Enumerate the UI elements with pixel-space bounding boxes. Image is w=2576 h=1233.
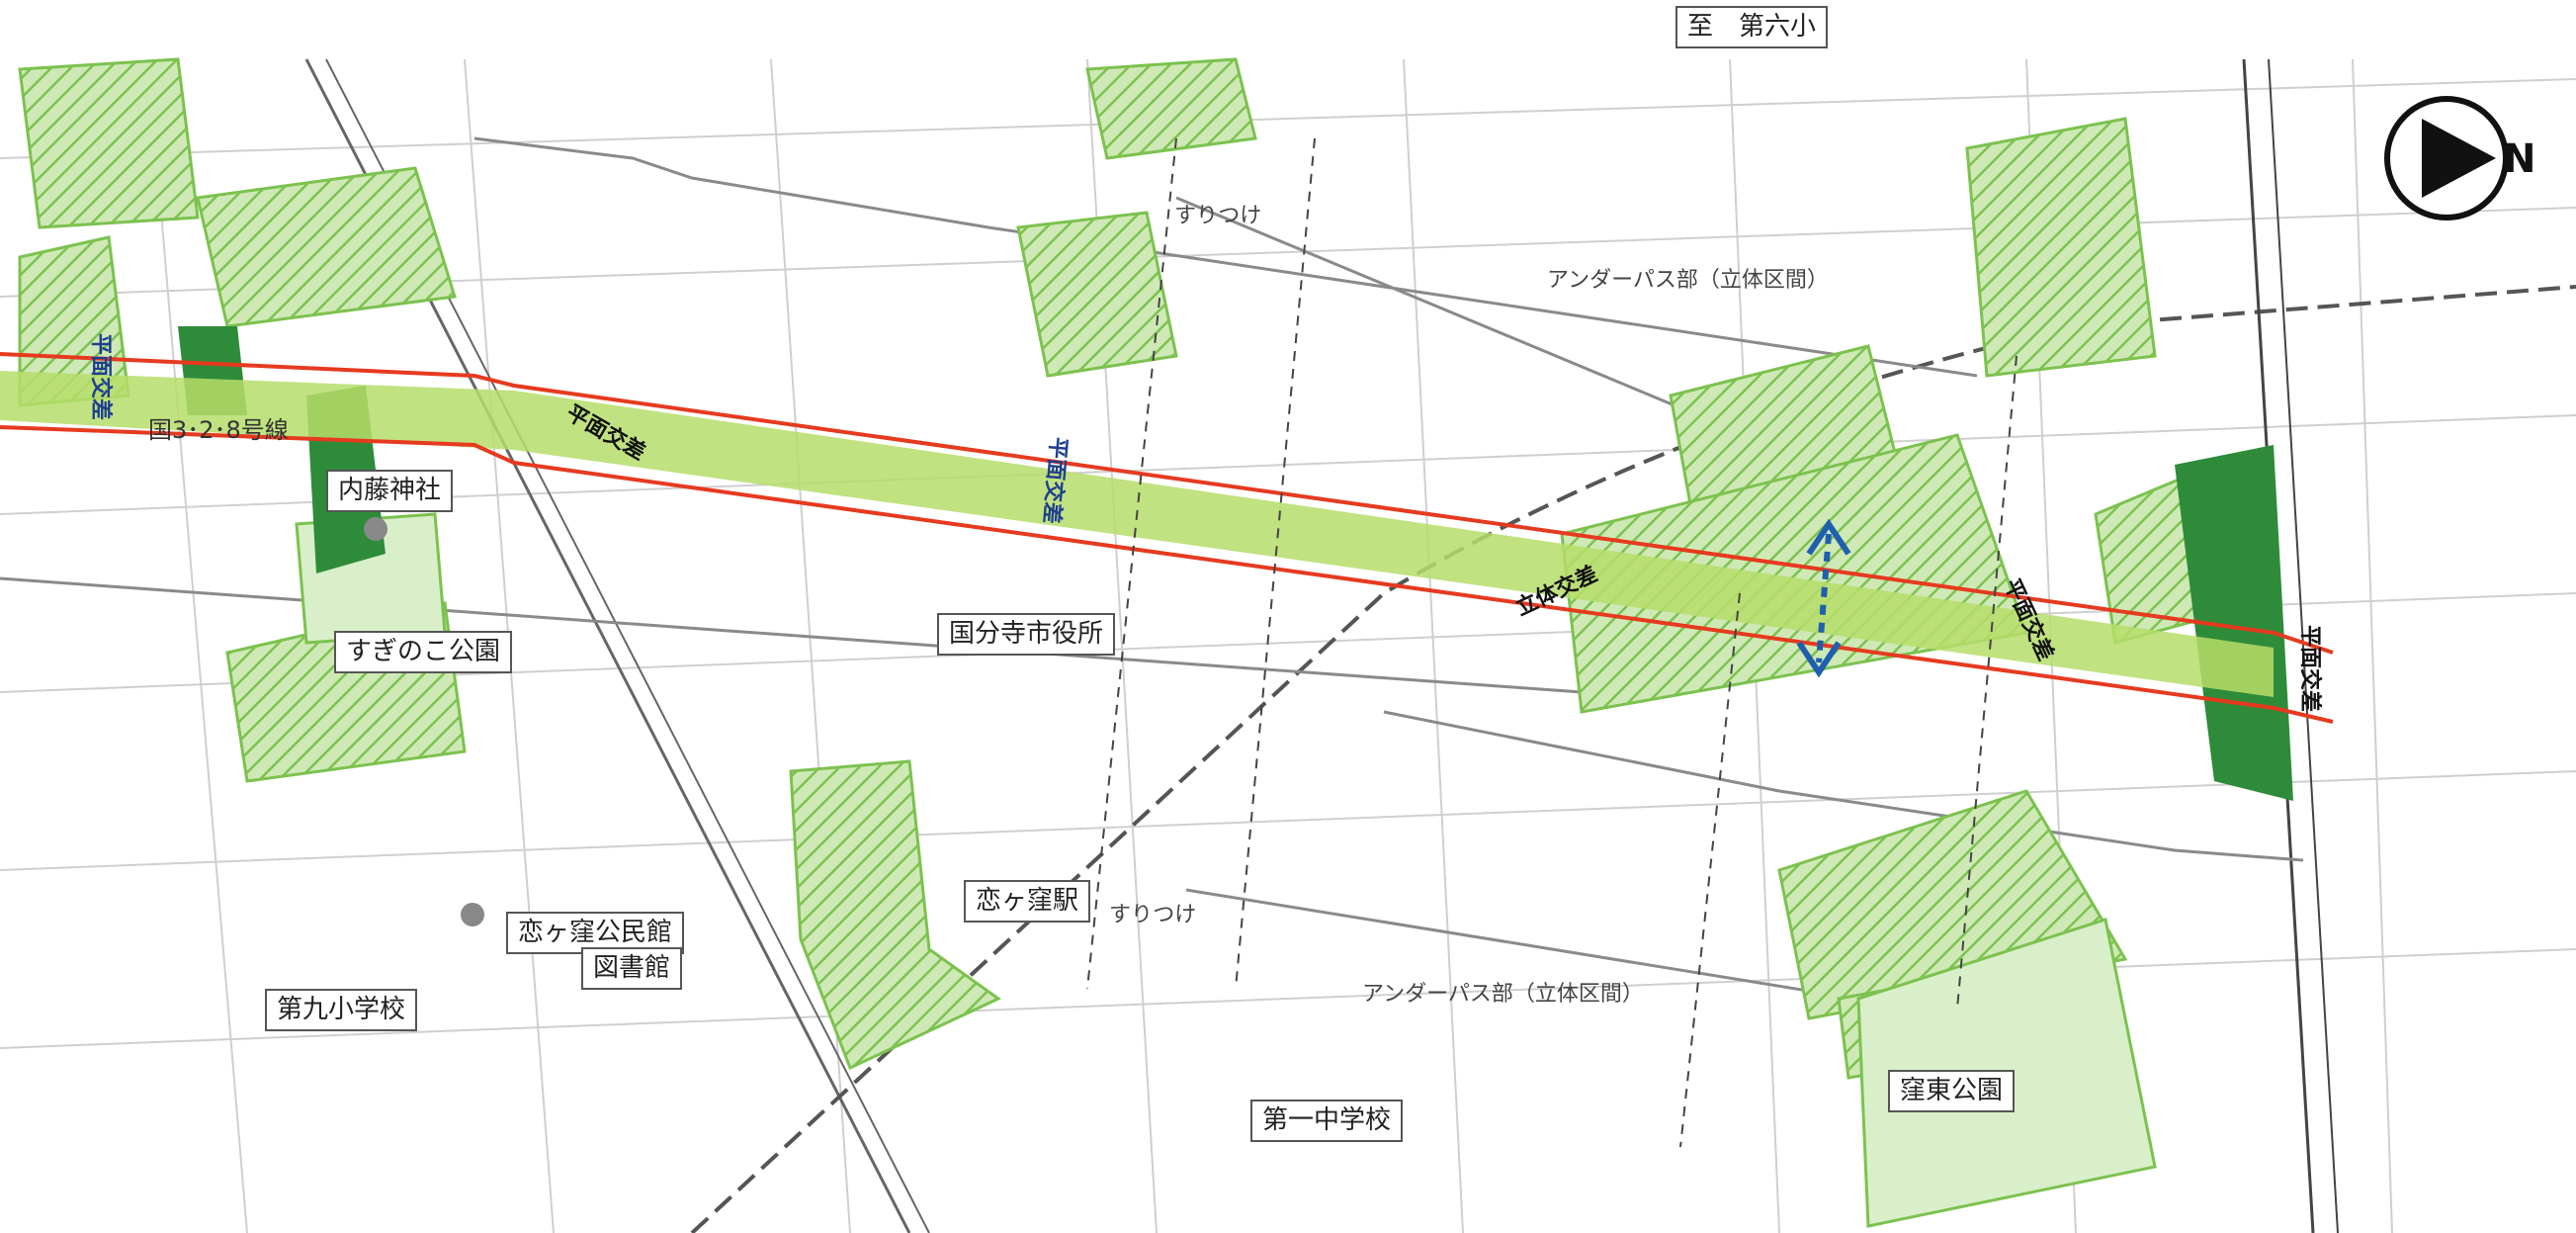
label-library: 図書館 — [581, 947, 683, 990]
label-route-name: 国3･2･8号線 — [148, 416, 289, 444]
crossing-at-grade-north: 平面交差 — [2297, 624, 2323, 713]
planned-road-red-lines — [0, 352, 2334, 724]
planned-road-band — [0, 371, 2274, 697]
annotation-suritsuke-2: すりつけ — [1109, 903, 1197, 927]
label-station: 恋ヶ窪駅 — [964, 880, 1091, 923]
crossing-at-grade-west: 平面交差 — [88, 332, 114, 421]
dashed-lines — [1086, 137, 2018, 1148]
facility-dots — [364, 517, 484, 926]
annotation-underpass-1: アンダーパス部（立体区間） — [1547, 268, 1829, 293]
label-junior-high: 第一中学校 — [1250, 1100, 1404, 1142]
label-naito-shrine: 内藤神社 — [326, 470, 454, 512]
grade-separation-arrow — [1796, 518, 1851, 678]
label-community-hall: 恋ヶ窪公民館 — [506, 912, 685, 954]
label-kubo-park: 窪東公園 — [1888, 1070, 2016, 1112]
label-school-9: 第九小学校 — [265, 989, 418, 1031]
north-arrow-icon — [2384, 96, 2509, 220]
label-city-hall: 国分寺市役所 — [937, 613, 1116, 656]
annotation-underpass-2: アンダーパス部（立体区間） — [1362, 982, 1644, 1007]
label-sugi-park: すぎのこ公園 — [334, 631, 513, 673]
annotation-suritsuke-1: すりつけ — [1174, 204, 1262, 228]
label-to-school: 至 第六小 — [1675, 6, 1829, 48]
north-label: N — [2503, 136, 2536, 182]
